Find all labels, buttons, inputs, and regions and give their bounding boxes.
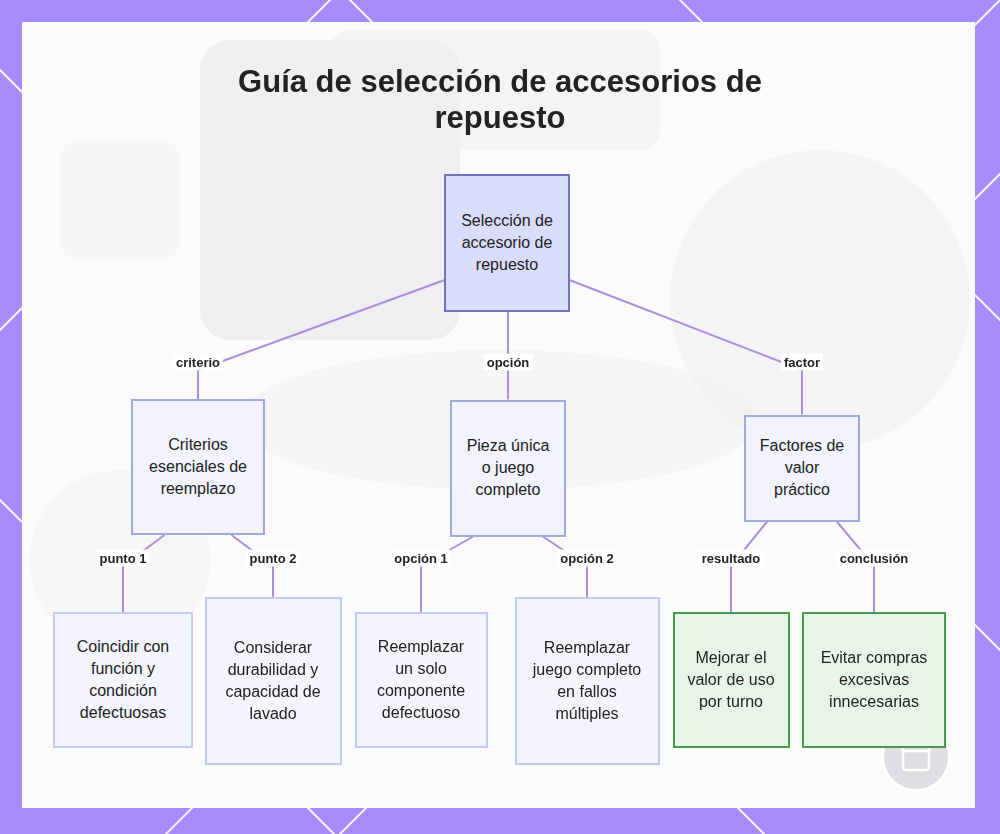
process-box: Reemplazar juego completo en fallos múlt… — [515, 597, 660, 765]
edge-label: criterio — [173, 354, 223, 371]
edge-label: punto 1 — [97, 550, 150, 567]
edge-label: conclusión — [837, 550, 912, 567]
connector-line — [731, 522, 767, 613]
outcome-box: Mejorar el valor de uso por turno — [673, 612, 790, 748]
faded-photo — [30, 30, 970, 650]
edge-label: factor — [781, 354, 823, 371]
node-text: Factores de valor práctico — [758, 435, 846, 501]
edge-label: opción 2 — [557, 550, 616, 567]
node-text: Considerar durabilidad y capacidad de la… — [219, 637, 328, 725]
process-box: Coincidir con función y condición defect… — [53, 612, 193, 748]
process-box: Pieza única o juego completo — [450, 400, 566, 537]
node-text: Selección de accesorio de repuesto — [458, 210, 556, 276]
node-text: Coincidir con función y condición defect… — [67, 636, 179, 724]
process-box: Selección de accesorio de repuesto — [444, 174, 570, 312]
connector-line — [570, 280, 802, 414]
connector-line — [421, 537, 473, 613]
process-box: Considerar durabilidad y capacidad de la… — [205, 597, 342, 765]
process-box: Reemplazar un solo componente defectuoso — [355, 612, 488, 748]
connector-line — [543, 537, 587, 598]
node-text: Reemplazar un solo componente defectuoso — [369, 636, 474, 724]
connector-line — [123, 535, 165, 612]
connector-line — [837, 522, 874, 613]
outcome-box: Evitar compras excesivas innecesarias — [802, 612, 946, 748]
edge-label: opción — [484, 354, 533, 371]
node-text: Evitar compras excesivas innecesarias — [816, 647, 932, 713]
badge-calendar-line — [903, 750, 929, 753]
connector-line — [198, 280, 444, 399]
edge-label: opción 1 — [391, 550, 450, 567]
node-text: Pieza única o juego completo — [464, 435, 552, 501]
edge-label: resultado — [699, 550, 764, 567]
faded-shape — [60, 140, 180, 260]
process-box: Factores de valor práctico — [744, 415, 860, 522]
process-box: Criterios esenciales de reemplazo — [131, 399, 265, 535]
node-text: Criterios esenciales de reemplazo — [145, 434, 251, 500]
content-panel — [22, 22, 975, 808]
diagram-title: Guía de selección de accesorios de repue… — [190, 64, 810, 136]
node-text: Mejorar el valor de uso por turno — [687, 647, 776, 713]
edge-label: punto 2 — [247, 550, 300, 567]
node-text: Reemplazar juego completo en fallos múlt… — [529, 637, 646, 725]
